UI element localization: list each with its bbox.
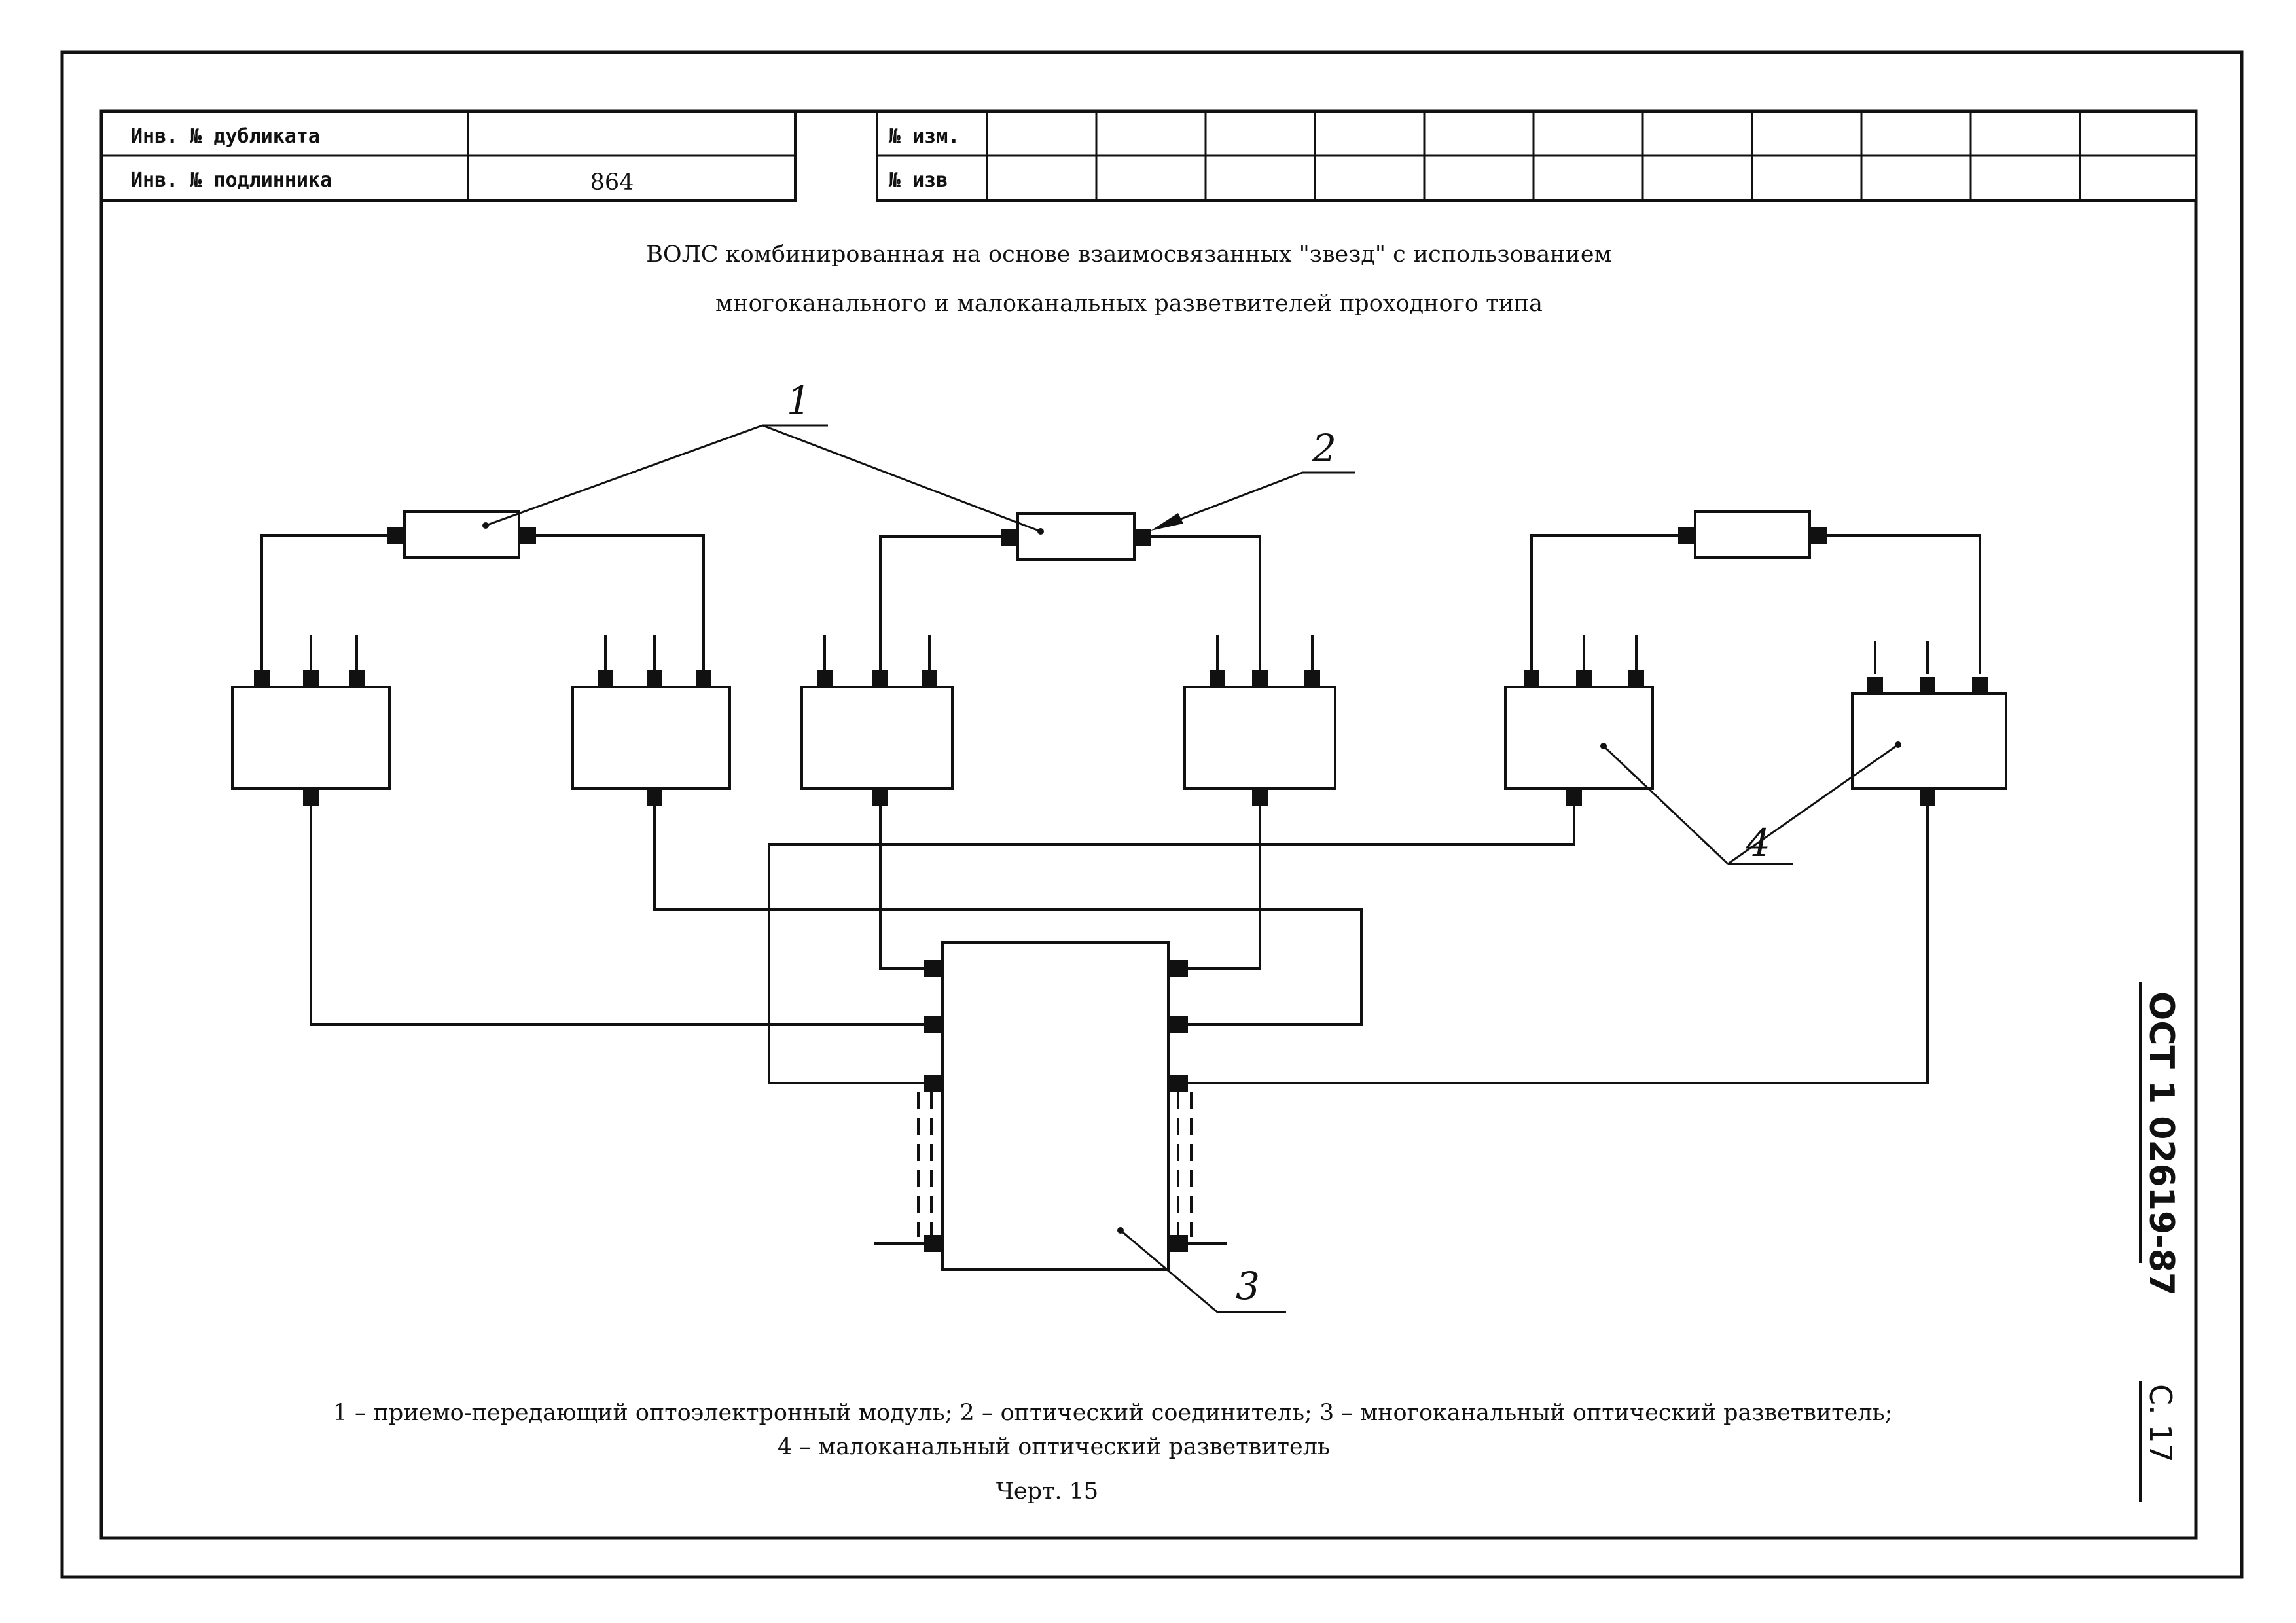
standard-number: ОСТ 1 02619-87 xyxy=(2142,991,2181,1296)
page-number: С. 17 xyxy=(2143,1384,2178,1463)
transceiver-module-b xyxy=(1016,512,1136,561)
notice-number-label: № изв xyxy=(889,169,948,192)
legend-line-1: 1 – приемо-передающий оптоэлектронный мо… xyxy=(333,1400,1893,1426)
callout-2: 2 xyxy=(1312,426,1336,471)
callout-4: 4 xyxy=(1746,821,1770,865)
inv-original-label: Инв. № подлинника xyxy=(131,169,332,192)
leader-lines xyxy=(485,424,1899,1313)
small-splitters xyxy=(231,686,2007,790)
outer-frame xyxy=(60,50,2244,1579)
callout-3: 3 xyxy=(1236,1264,1260,1308)
transceiver-module-c xyxy=(1694,510,1811,559)
small-splitter-2 xyxy=(571,686,731,790)
connectors xyxy=(254,527,1988,1252)
leader-dots xyxy=(482,522,1901,1234)
inv-duplicate-label: Инв. № дубликата xyxy=(131,125,320,148)
connector-arrowhead xyxy=(1151,513,1183,531)
diagram-title-line-1: ВОЛС комбинированная на основе взаимосвя… xyxy=(646,241,1612,268)
inventory-stamp: Инв. № дубликата Инв. № подлинника 864 xyxy=(100,110,797,202)
legend-line-2: 4 – малоканальный оптический разветвител… xyxy=(778,1434,1330,1460)
dashed-lines xyxy=(917,1092,1193,1237)
figure-caption: Черт. 15 xyxy=(996,1478,1098,1505)
diagram-title-line-2: многоканального и малоканальных разветви… xyxy=(715,291,1543,317)
change-number-label: № изм. xyxy=(889,125,960,148)
standard-marking: ОСТ 1 02619-87 С. 17 xyxy=(2139,982,2181,1502)
small-splitter-1 xyxy=(231,686,391,790)
small-splitter-4 xyxy=(1183,686,1336,790)
small-splitter-6 xyxy=(1851,692,2007,790)
small-splitter-5 xyxy=(1504,686,1654,790)
small-splitter-3 xyxy=(800,686,954,790)
inv-original-value: 864 xyxy=(590,169,634,196)
fiber-lines xyxy=(260,534,1981,1245)
change-stamp: № изм. № изв xyxy=(876,110,2197,202)
inner-frame xyxy=(99,109,2198,1540)
multichannel-splitter xyxy=(941,941,1170,1271)
callout-1: 1 xyxy=(787,378,811,423)
